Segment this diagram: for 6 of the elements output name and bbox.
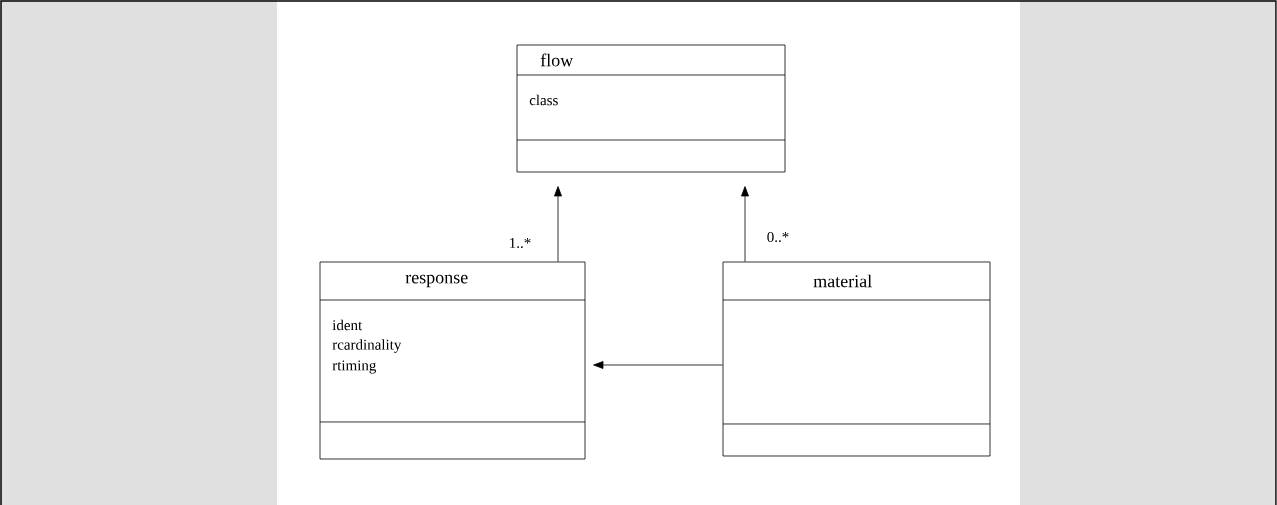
class-box: material: [722, 261, 991, 457]
class-box: response ident rcardinality rtiming: [319, 261, 586, 460]
class-box: flow class: [516, 44, 786, 173]
arrow: [554, 186, 562, 262]
arrow: [593, 361, 723, 369]
arrow: [741, 186, 749, 262]
